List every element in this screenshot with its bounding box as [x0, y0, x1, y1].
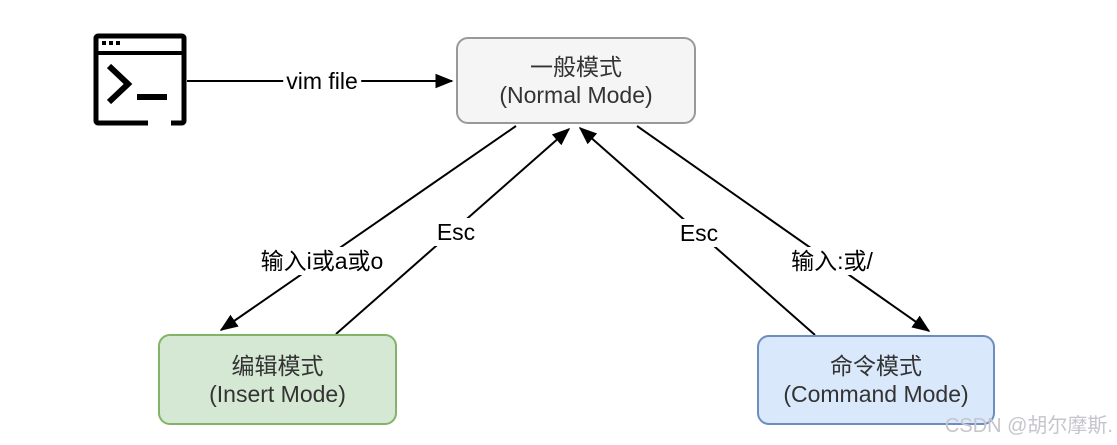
node-command-title-en: (Command Mode) — [783, 381, 969, 407]
node-insert-title-en: (Insert Mode) — [209, 380, 346, 407]
node-normal-title-en: (Normal Mode) — [499, 81, 653, 108]
edge-label-vim-file: vim file — [283, 67, 361, 95]
edge-label-esc-command: Esc — [676, 219, 722, 247]
terminal-titlebar-dots — [102, 41, 120, 45]
node-insert-title-zh: 编辑模式 — [231, 352, 324, 379]
terminal-bottom-gap — [148, 117, 171, 127]
edge-enter-command — [636, 125, 931, 332]
terminal-prompt-chevron — [106, 63, 133, 105]
edge-label-esc-insert: Esc — [433, 218, 479, 246]
terminal-icon — [93, 33, 187, 127]
edge-label-enter-command: 输入:或/ — [788, 247, 876, 275]
node-insert-mode: 编辑模式 (Insert Mode) — [158, 334, 397, 425]
node-normal-title-zh: 一般模式 — [530, 53, 622, 80]
csdn-watermark: CSDN @胡尔摩斯. — [944, 415, 1113, 437]
edge-enter-insert — [219, 125, 517, 331]
node-command-mode: 命令模式 (Command Mode) — [757, 335, 995, 425]
node-command-title-zh: 命令模式 — [830, 353, 922, 379]
node-normal-mode: 一般模式 (Normal Mode) — [456, 37, 696, 124]
edge-label-enter-insert: 输入i或a或o — [257, 247, 387, 275]
